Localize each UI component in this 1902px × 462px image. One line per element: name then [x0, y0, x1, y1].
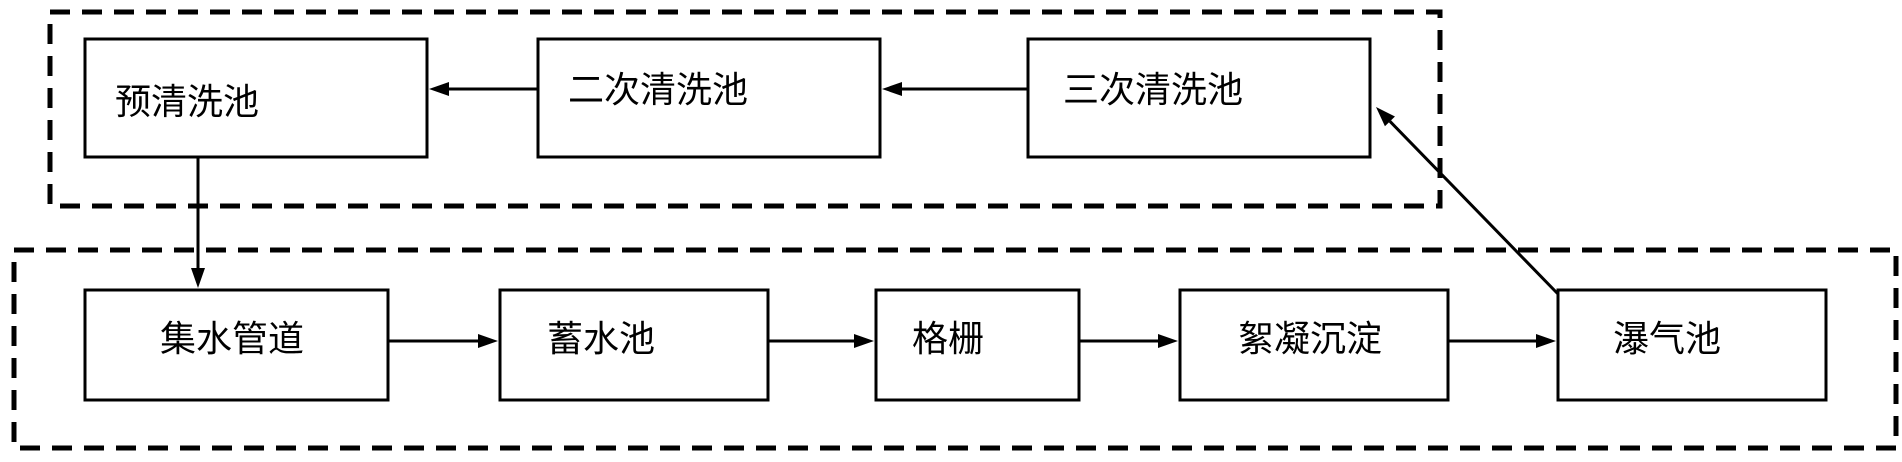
node-label: 集水管道: [160, 319, 304, 360]
node-third-wash: 三次清洗池: [1026, 37, 1372, 159]
edge-arrow-collect-to-storage: [388, 334, 498, 348]
node-box: [1178, 288, 1450, 402]
arrowhead: [882, 82, 902, 96]
node-label: 絮凝沉淀: [1238, 319, 1382, 360]
node-label: 瀑气池: [1613, 319, 1721, 360]
node-label: 三次清洗池: [1063, 70, 1243, 111]
edge-arrow-flocc-to-aeration: [1448, 334, 1556, 348]
edge-arrow-pre-wash-to-collect: [191, 157, 205, 288]
node-collect: 集水管道: [83, 288, 390, 402]
edge-line: [1388, 120, 1560, 296]
arrowhead: [191, 268, 205, 288]
node-box: [1556, 288, 1828, 402]
node-second-wash: 二次清洗池: [536, 37, 882, 159]
node-grille: 格栅: [874, 288, 1081, 402]
node-flocc: 絮凝沉淀: [1178, 288, 1450, 402]
node-box: [498, 288, 770, 402]
edge-arrow-grille-to-flocc: [1079, 334, 1178, 348]
treatment-group-frame: [11, 247, 1899, 451]
edges-layer: [191, 82, 1560, 348]
arrowhead: [478, 334, 498, 348]
node-label: 二次清洗池: [568, 70, 748, 111]
arrowhead: [854, 334, 874, 348]
node-label: 蓄水池: [547, 319, 655, 360]
node-box: [536, 37, 882, 159]
edge-arrow-storage-to-grille: [768, 334, 874, 348]
edge-arrow-aeration-to-third-wash: [1376, 107, 1560, 296]
arrowhead: [1536, 334, 1556, 348]
node-label: 格栅: [912, 319, 984, 360]
node-label: 预清洗池: [115, 82, 259, 123]
node-box: [874, 288, 1081, 402]
node-aeration: 瀑气池: [1556, 288, 1828, 402]
arrowhead: [1376, 107, 1395, 127]
cleaning-group-frame: [47, 9, 1443, 209]
edge-arrow-second-wash-to-pre-wash: [429, 82, 538, 96]
arrowhead: [429, 82, 449, 96]
node-box: [1026, 37, 1372, 159]
arrowhead: [1158, 334, 1178, 348]
node-box: [83, 288, 390, 402]
node-box: [83, 37, 429, 159]
node-storage: 蓄水池: [498, 288, 770, 402]
node-pre-wash: 预清洗池: [83, 37, 429, 159]
edge-arrow-third-wash-to-second-wash: [882, 82, 1028, 96]
